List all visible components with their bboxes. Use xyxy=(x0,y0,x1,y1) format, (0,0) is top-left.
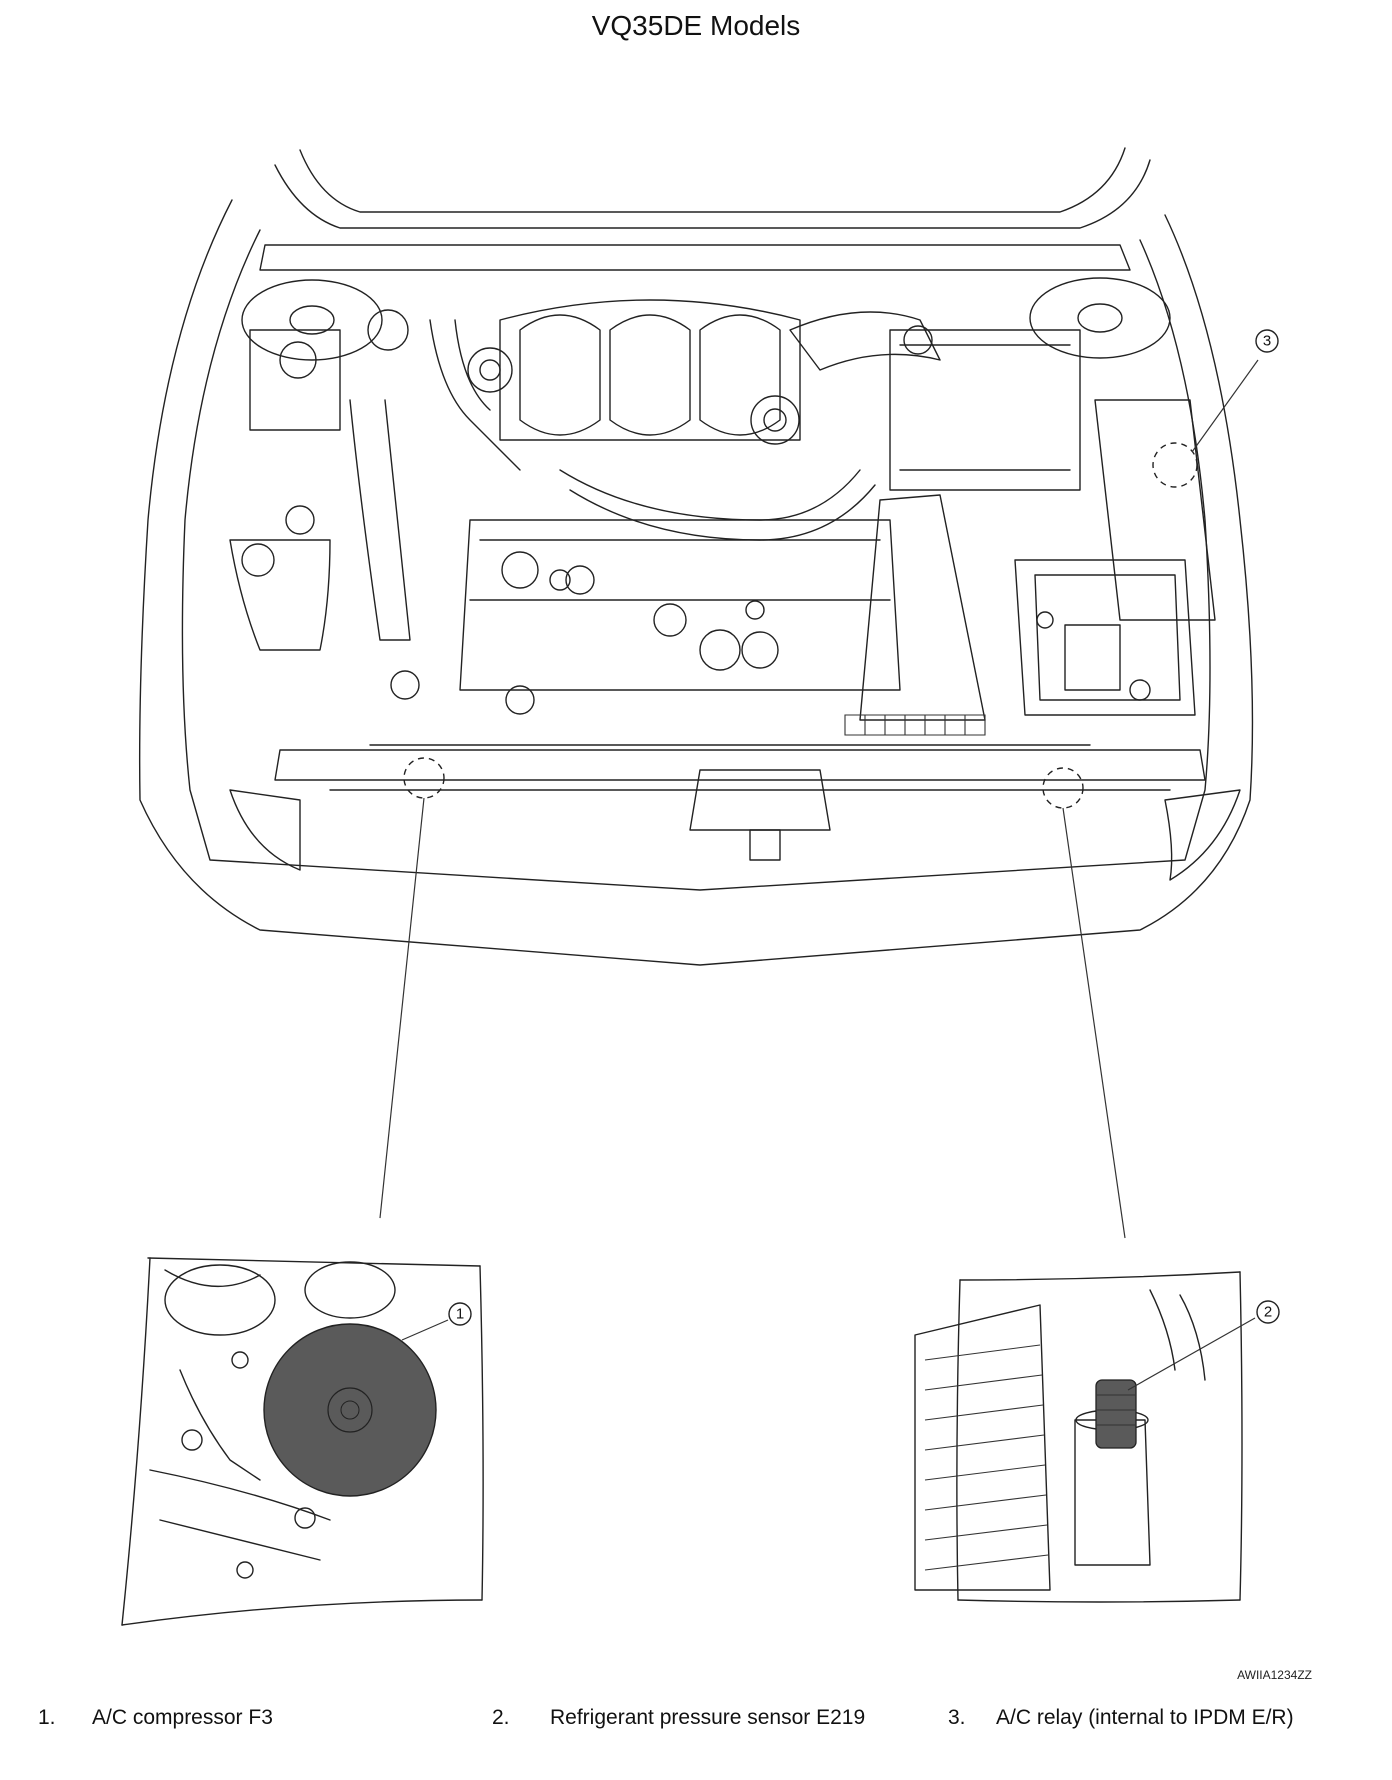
ac-compressor-highlight xyxy=(263,1323,437,1497)
legend-item-number: 2. xyxy=(492,1706,510,1729)
legend-item-1: 1. A/C compressor F3 xyxy=(38,1706,273,1730)
legend-item-number: 1. xyxy=(38,1706,56,1729)
detail-view-ac-compressor xyxy=(121,1257,484,1626)
legend-item-2: 2. Refrigerant pressure sensor E219 xyxy=(492,1706,865,1730)
callout-1: 1 xyxy=(448,1302,472,1326)
engine-compartment-view xyxy=(138,147,1254,966)
diagram-title: VQ35DE Models xyxy=(591,10,801,41)
callout-1-label: 1 xyxy=(456,1306,464,1323)
figure-reference-code: AWIIA1234ZZ xyxy=(1237,1668,1312,1682)
pressure-sensor-highlight xyxy=(1095,1379,1137,1449)
detail-view-pressure-sensor xyxy=(914,1271,1256,1603)
legend-item-text: A/C relay (internal to IPDM E/R) xyxy=(996,1706,1294,1729)
legend-item-text: Refrigerant pressure sensor E219 xyxy=(550,1706,866,1729)
callout-3: 3 xyxy=(1255,329,1279,353)
callout-2-label: 2 xyxy=(1264,1304,1272,1321)
legend-item-text: A/C compressor F3 xyxy=(92,1706,273,1729)
legend-item-number: 3. xyxy=(948,1706,966,1729)
leader-line-3 xyxy=(1191,359,1259,453)
legend-item-3: 3. A/C relay (internal to IPDM E/R) xyxy=(948,1706,1294,1730)
legend: 1. A/C compressor F3 2. Refrigerant pres… xyxy=(0,1706,1392,1738)
leader-line-1 xyxy=(379,797,425,1219)
callout-3-label: 3 xyxy=(1263,333,1271,350)
callout-2: 2 xyxy=(1256,1300,1280,1324)
leader-line-2 xyxy=(1062,807,1126,1239)
